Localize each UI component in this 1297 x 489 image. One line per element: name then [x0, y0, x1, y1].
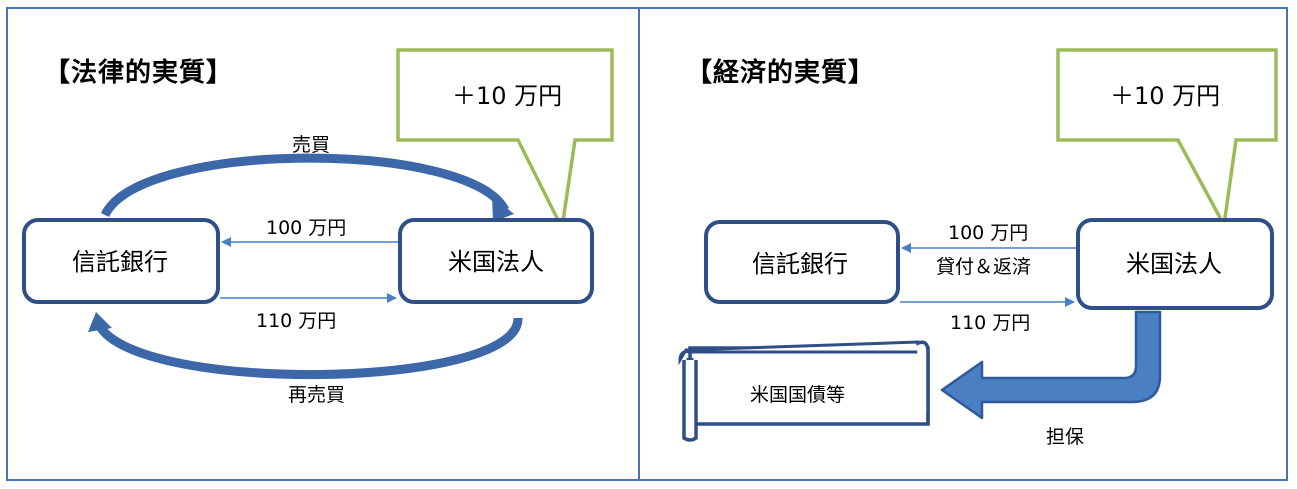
collateral-arrow: [940, 310, 1162, 420]
legal-corp-label: 米国法人: [448, 248, 544, 276]
callout-shape-left: [396, 48, 614, 234]
legal-arrow-bottom-label: 110 万円: [256, 310, 337, 332]
economic-arrow-mid-label: 貸付＆返済: [936, 256, 1032, 278]
repurchase-flow-curve: [93, 317, 523, 379]
economic-bank-label: 信託銀行: [752, 250, 848, 278]
buy-flow-head: [492, 196, 514, 222]
legal-bank-label: 信託銀行: [72, 248, 168, 276]
legal-callout-text: ＋10 万円: [452, 82, 563, 110]
collateral-item-label: 米国国債等: [750, 384, 846, 406]
callout-shape-right: [1056, 48, 1278, 231]
economic-heading: 【経済的実質】: [686, 58, 876, 88]
collateral-scroll: [678, 340, 930, 442]
economic-corp-label: 米国法人: [1126, 250, 1222, 278]
collateral-label: 担保: [1046, 426, 1085, 448]
economic-arrow-bottom-label: 110 万円: [950, 312, 1031, 334]
corp-box-right: [1076, 218, 1274, 310]
bank-box-right: [704, 220, 900, 304]
legal-bottom-flow-label: 再売買: [288, 384, 346, 406]
economic-arrow-top-label: 100 万円: [948, 222, 1029, 244]
repurchase-flow-head: [88, 312, 112, 332]
buy-flow-curve: [100, 153, 510, 218]
legal-top-flow-label: 売買: [292, 134, 331, 156]
legal-arrow-top-label: 100 万円: [266, 217, 347, 239]
panel-divider: [638, 7, 640, 481]
economic-callout-text: ＋10 万円: [1110, 82, 1221, 110]
outer-frame: [6, 7, 1288, 481]
corp-box-left: [398, 218, 594, 304]
bank-box-left: [22, 218, 220, 304]
legal-heading: 【法律的実質】: [44, 58, 234, 88]
